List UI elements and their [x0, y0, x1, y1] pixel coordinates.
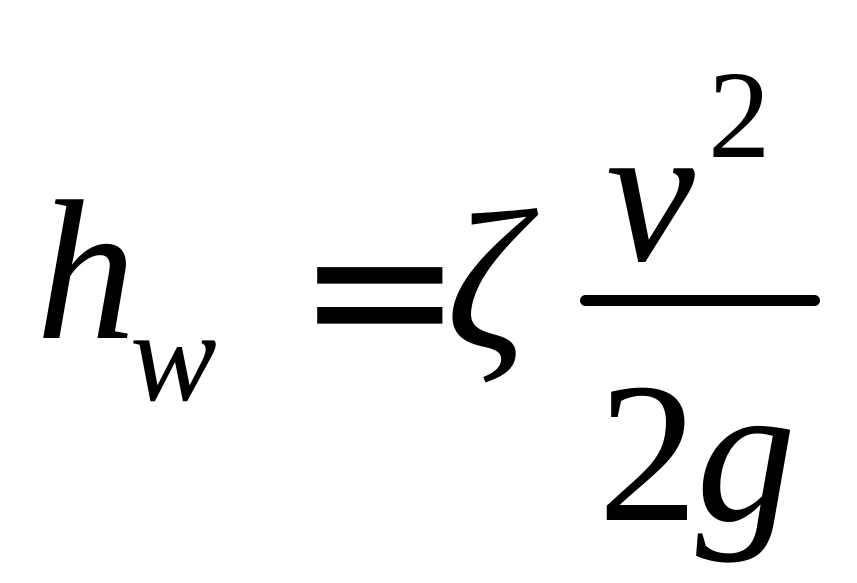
fraction-bar	[580, 295, 820, 306]
head-loss-subscript: w	[130, 285, 217, 429]
equals-sign: =	[296, 173, 464, 406]
velocity-symbol: v	[606, 83, 695, 304]
gravity-symbol: g	[696, 343, 796, 564]
head-loss-symbol: h	[36, 161, 136, 382]
loss-coefficient-symbol: ζ	[446, 171, 527, 392]
denominator-constant: 2	[598, 343, 698, 564]
velocity-exponent: 2	[708, 47, 771, 185]
